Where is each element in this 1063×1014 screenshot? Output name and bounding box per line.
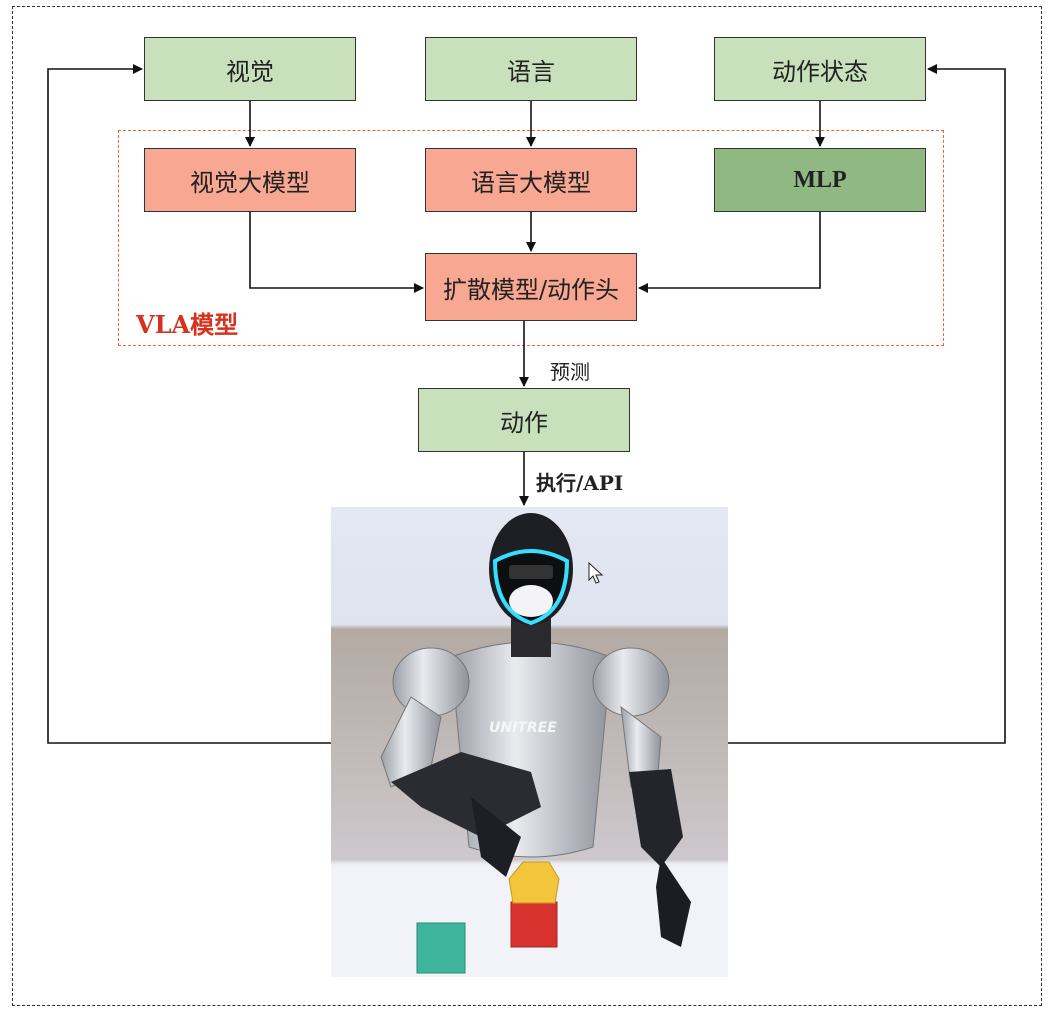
feedback-arrow-to-vision xyxy=(47,64,331,744)
robot-brand-text: UNITREE xyxy=(489,720,557,736)
mlp-label: MLP xyxy=(793,166,847,193)
vla-model-label: VLA模型 xyxy=(136,310,239,339)
action-box: 动作 xyxy=(418,388,630,452)
vision-model-box: 视觉大模型 xyxy=(144,148,356,212)
language-model-label: 语言大模型 xyxy=(471,168,591,197)
action-label: 动作 xyxy=(500,408,548,437)
mlp-box: MLP xyxy=(714,148,926,212)
action-state-input-box: 动作状态 xyxy=(714,37,926,101)
arrow-mlp-to-head xyxy=(638,212,821,293)
diffusion-head-box: 扩散模型/动作头 xyxy=(425,253,637,321)
predict-label: 预测 xyxy=(550,360,590,384)
language-input-box: 语言 xyxy=(425,37,637,101)
mouse-cursor-icon xyxy=(588,562,604,584)
feedback-arrow-to-action-state xyxy=(728,64,1006,744)
vision-model-label: 视觉大模型 xyxy=(190,168,310,197)
language-input-label: 语言 xyxy=(507,57,555,86)
vision-input-box: 视觉 xyxy=(144,37,356,101)
language-model-box: 语言大模型 xyxy=(425,148,637,212)
diffusion-head-label: 扩散模型/动作头 xyxy=(442,275,620,304)
execute-api-label: 执行/API xyxy=(536,471,624,495)
humanoid-robot-illustration: UNITREE xyxy=(331,507,728,977)
arrow-vision-model-to-head xyxy=(249,212,424,293)
vision-input-label: 视觉 xyxy=(226,57,274,86)
action-state-input-label: 动作状态 xyxy=(772,57,868,86)
outer-frame xyxy=(12,6,1042,1006)
